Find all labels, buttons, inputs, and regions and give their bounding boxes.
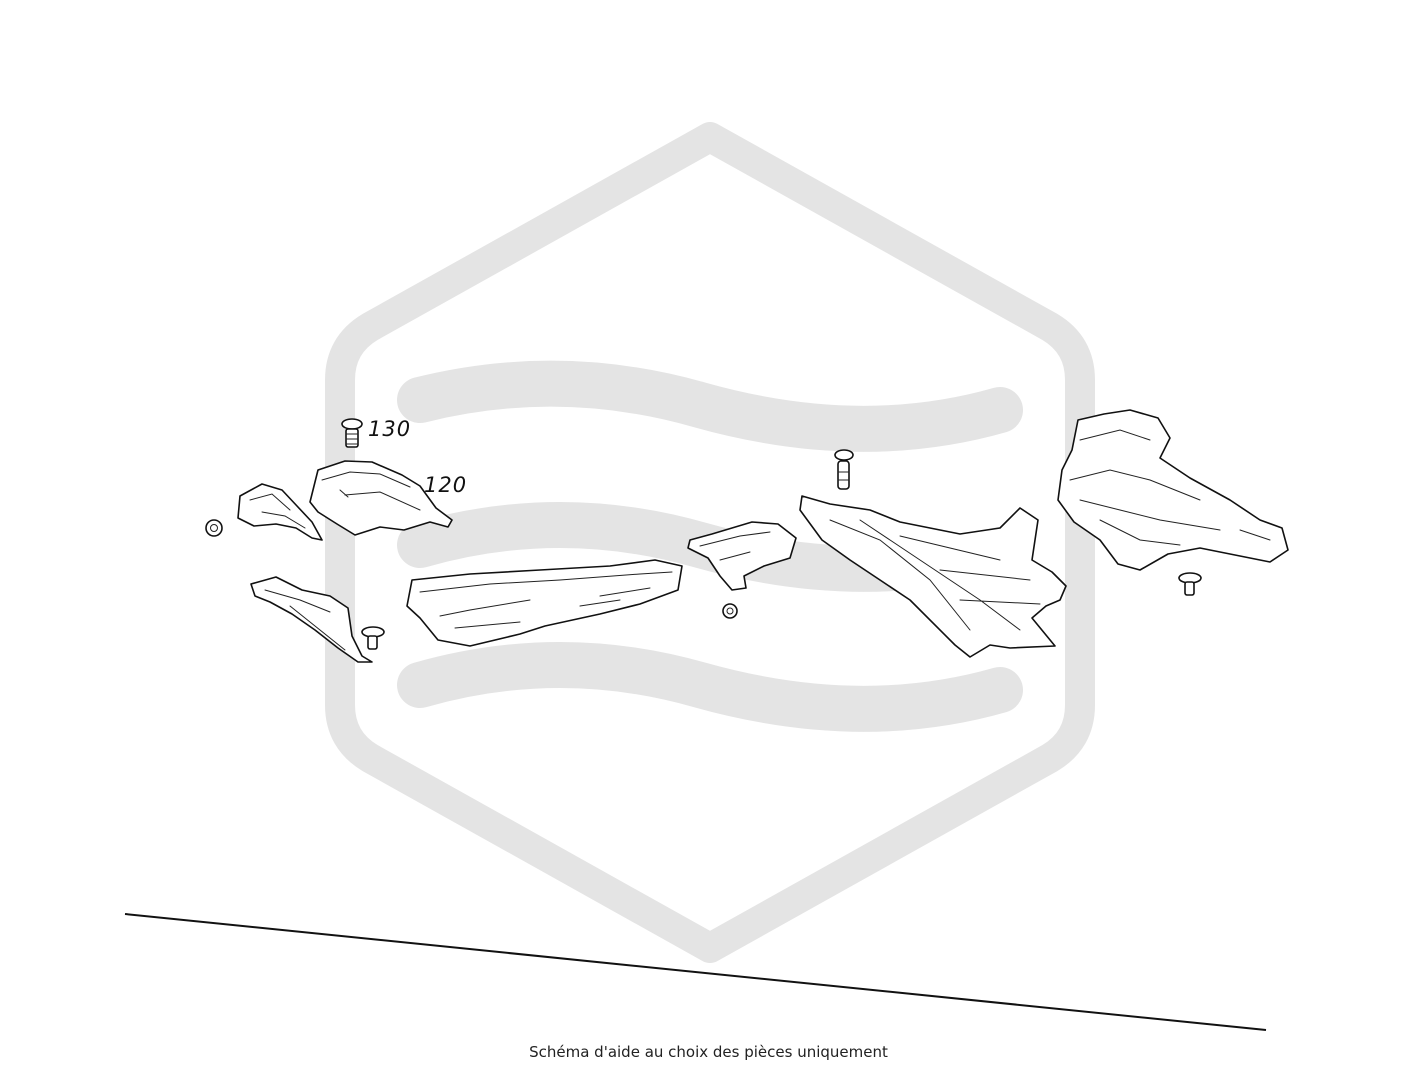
heat-shield-right[interactable]: [799, 495, 1067, 658]
heat-shield-small[interactable]: [687, 521, 797, 591]
part-130-bolt[interactable]: [341, 418, 363, 448]
push-rivet-right[interactable]: [1178, 572, 1202, 596]
diagram-caption: Schéma d'aide au choix des pièces unique…: [529, 1043, 888, 1061]
bracket-left-upper[interactable]: [237, 483, 323, 541]
clip-left[interactable]: [205, 519, 223, 537]
callout-120[interactable]: 120: [424, 473, 467, 497]
bracket-right-assembly[interactable]: [1057, 409, 1289, 571]
push-rivet-left[interactable]: [361, 626, 385, 650]
nut-centre[interactable]: [722, 603, 738, 619]
heat-shield-centre[interactable]: [406, 559, 683, 647]
bracket-left-lower[interactable]: [250, 576, 373, 663]
part-120-heat-shield[interactable]: [309, 460, 453, 536]
callout-130[interactable]: 130: [368, 417, 411, 441]
ground-line: [124, 913, 1267, 1031]
push-rivet-centre[interactable]: [834, 449, 854, 490]
